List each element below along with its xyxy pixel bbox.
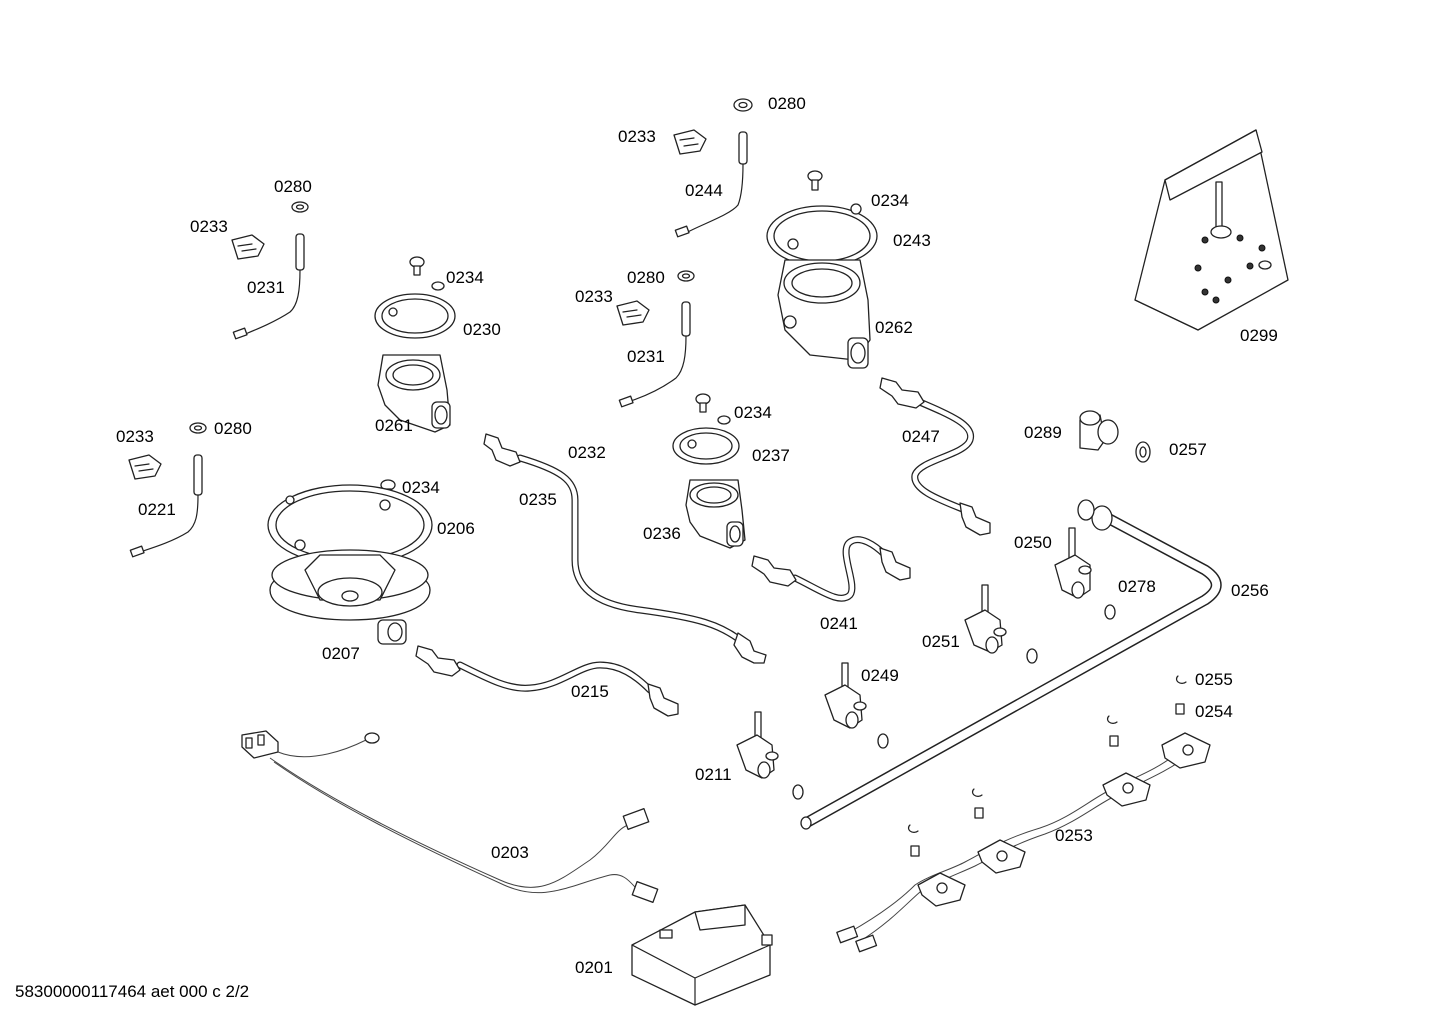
seal-0251: [1026, 648, 1038, 664]
valve-0249: [824, 662, 867, 729]
screw-0234-b: [409, 256, 445, 291]
clip-0233-d: [128, 454, 162, 480]
label-0233: 0233: [575, 287, 613, 306]
clip-0233-a: [673, 129, 707, 155]
label-0231: 0231: [247, 278, 285, 297]
wire-harness-0203: [241, 730, 659, 903]
washer-0280-c: [677, 270, 695, 282]
label-0280: 0280: [627, 268, 665, 287]
label-0253: 0253: [1055, 826, 1093, 845]
burner-ring-0237: [672, 427, 740, 465]
thermocouple-0221: [129, 454, 203, 558]
document-code-footer: 58300000117464 aet 000 c 2/2: [15, 982, 250, 1001]
clip-0233-c: [616, 300, 650, 326]
label-0255: 0255: [1195, 670, 1233, 689]
label-0215: 0215: [571, 682, 609, 701]
label-0256: 0256: [1231, 581, 1269, 600]
label-0280: 0280: [214, 419, 252, 438]
burner-body-0236: [685, 479, 746, 549]
washer-0280-d: [189, 422, 207, 434]
label-0261: 0261: [375, 416, 413, 435]
label-0280: 0280: [768, 94, 806, 113]
clip-0233-b: [231, 234, 265, 260]
thermocouple-0231-b: [618, 301, 691, 408]
label-0250: 0250: [1014, 533, 1052, 552]
label-0299: 0299: [1240, 326, 1278, 345]
label-0262: 0262: [875, 318, 913, 337]
gas-pipe-0215: [415, 645, 679, 717]
elbow-fitting-0289: [1079, 410, 1119, 451]
label-0233: 0233: [190, 217, 228, 236]
label-0234: 0234: [402, 478, 440, 497]
label-0235: 0235: [519, 490, 557, 509]
label-0234: 0234: [446, 268, 484, 287]
label-0247: 0247: [902, 427, 940, 446]
valve-0251: [964, 584, 1007, 654]
label-0211: 0211: [695, 765, 732, 784]
label-0249: 0249: [861, 666, 899, 685]
spring-0254: [910, 703, 1185, 857]
screw-0234-c: [695, 393, 731, 425]
label-0257: 0257: [1169, 440, 1207, 459]
label-0232: 0232: [568, 443, 606, 462]
valve-0211: [736, 711, 779, 779]
label-0230: 0230: [463, 320, 501, 339]
parts-bag-0299: [1134, 129, 1289, 331]
screw-0234-a: [807, 170, 823, 191]
washer-0280-a: [733, 98, 753, 112]
label-0236: 0236: [643, 524, 681, 543]
gas-rail-0256: [800, 499, 1222, 830]
label-0244: 0244: [685, 181, 723, 200]
gas-pipe-0235: [483, 433, 767, 664]
washer-0257: [1135, 441, 1151, 463]
thermocouple-0244: [674, 131, 748, 238]
label-0207: 0207: [322, 644, 360, 663]
label-0278: 0278: [1118, 577, 1156, 596]
seal-0278: [1104, 604, 1116, 620]
label-0203: 0203: [491, 843, 529, 862]
label-0289: 0289: [1024, 423, 1062, 442]
label-0241: 0241: [820, 614, 858, 633]
label-0251: 0251: [922, 632, 960, 651]
burner-base-0207: [269, 549, 431, 645]
label-0201: 0201: [575, 958, 613, 977]
label-0233: 0233: [116, 427, 154, 446]
thermocouple-0231-a: [232, 233, 305, 340]
label-0234: 0234: [871, 191, 909, 210]
gas-pipe-0241: [751, 536, 911, 602]
label-0254: 0254: [1195, 702, 1233, 721]
burner-body-0262: [777, 259, 871, 369]
label-0231: 0231: [627, 347, 665, 366]
burner-crown-0206: [267, 484, 433, 566]
gas-pipe-0247: [879, 377, 991, 536]
burner-ring-0230: [374, 293, 456, 339]
label-0243: 0243: [893, 231, 931, 250]
valve-0250: [1054, 527, 1092, 599]
label-0206: 0206: [437, 519, 475, 538]
seal-0211: [792, 784, 804, 800]
label-0237: 0237: [752, 446, 790, 465]
clip-0255: [907, 675, 1187, 833]
ignition-module-0201: [631, 904, 773, 1006]
washer-0280-b: [291, 201, 309, 213]
ignition-switch-harness-0253: [836, 732, 1211, 953]
burner-body-0261: [377, 354, 451, 433]
burner-ring-0243: [766, 203, 878, 267]
seal-0249: [877, 733, 889, 749]
label-0280: 0280: [274, 177, 312, 196]
label-0234: 0234: [734, 403, 772, 422]
label-0233: 0233: [618, 127, 656, 146]
label-0221: 0221: [138, 500, 176, 519]
